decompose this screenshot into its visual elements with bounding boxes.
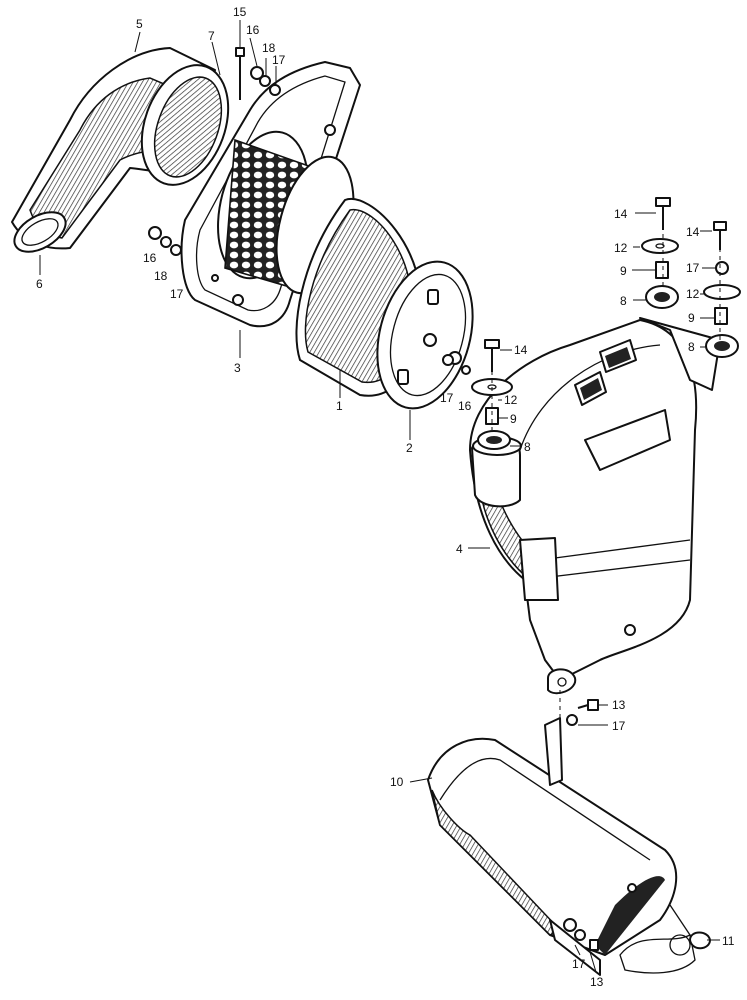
air-cleaner-case bbox=[469, 317, 721, 695]
callout-8-center: 8 bbox=[524, 440, 531, 454]
callout-6: 6 bbox=[36, 277, 43, 291]
callout-9-center: 9 bbox=[510, 412, 517, 426]
callout-8-right-b: 8 bbox=[688, 340, 695, 354]
callout-14-right-a: 14 bbox=[614, 207, 628, 221]
callout-18-top: 18 bbox=[262, 41, 276, 55]
callout-17-cover: 17 bbox=[440, 391, 454, 405]
hardware bbox=[148, 47, 741, 951]
callout-11: 11 bbox=[722, 934, 735, 948]
callout-12-right-b: 12 bbox=[686, 287, 700, 301]
callout-16-left: 16 bbox=[143, 251, 157, 265]
callout-12-center: 12 bbox=[504, 393, 518, 407]
callout-16-cover: 16 bbox=[458, 399, 472, 413]
callout-17-mid: 17 bbox=[612, 719, 626, 733]
leader-lines bbox=[39, 20, 720, 973]
callout-17-bottom: 17 bbox=[572, 957, 586, 971]
callout-4: 4 bbox=[456, 542, 463, 556]
callout-13-bottom: 13 bbox=[590, 975, 604, 989]
callout-8-right-a: 8 bbox=[620, 294, 627, 308]
lower-box bbox=[427, 717, 696, 976]
callout-14-right-b: 14 bbox=[686, 225, 700, 239]
callout-17-right-b: 17 bbox=[686, 261, 700, 275]
callout-2: 2 bbox=[406, 441, 413, 455]
intake-elbow-tube bbox=[11, 47, 230, 253]
callout-12-right-a: 12 bbox=[614, 241, 628, 255]
callout-14-center: 14 bbox=[514, 343, 528, 357]
callout-7: 7 bbox=[208, 29, 215, 43]
callout-9-right-a: 9 bbox=[620, 264, 627, 278]
callout-3: 3 bbox=[234, 361, 241, 375]
filter-end-cover bbox=[376, 260, 474, 410]
callout-9-right-b: 9 bbox=[688, 311, 695, 325]
callout-labels: 5 6 7 15 16 18 17 16 18 17 3 1 2 17 16 1… bbox=[36, 5, 735, 989]
callout-18-left: 18 bbox=[154, 269, 168, 283]
callout-10: 10 bbox=[390, 775, 404, 789]
callout-15: 15 bbox=[233, 5, 247, 19]
callout-16-top: 16 bbox=[246, 23, 260, 37]
callout-17-left: 17 bbox=[170, 287, 184, 301]
callout-5: 5 bbox=[136, 17, 143, 31]
callout-17-top: 17 bbox=[272, 53, 286, 67]
callout-13-mid: 13 bbox=[612, 698, 626, 712]
callout-1: 1 bbox=[336, 399, 343, 413]
